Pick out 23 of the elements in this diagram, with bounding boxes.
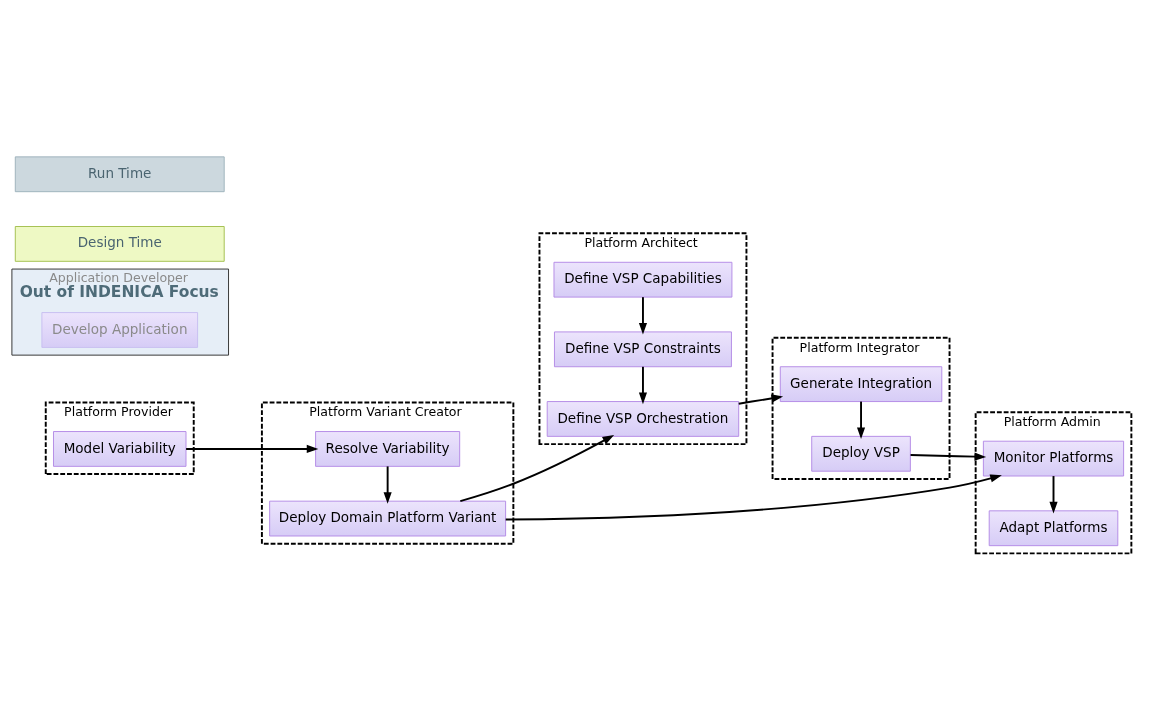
arrow [459,434,615,502]
arrow [638,295,648,335]
arrow [185,444,319,453]
node-box: Define VSP Capabilities [553,261,733,298]
node-box: Define VSP Orchestration [546,400,740,437]
arrow [638,365,648,404]
node-box: Develop Application [41,311,199,348]
arrow [737,393,784,405]
arrow [909,452,987,461]
node-box: Deploy VSP [811,435,911,472]
node-box: Generate Integration [779,365,943,402]
node-box: Resolve Variability [315,430,461,467]
arrow [504,474,1002,521]
node-box: Adapt Platforms [988,509,1119,546]
node-box: Define VSP Constraints [553,330,732,367]
node-box: Model Variability [53,430,187,467]
node-box: Monitor Platforms [982,440,1125,476]
node-box: Design Time [14,225,225,262]
node-box: Deploy Domain Platform Variant [269,500,507,536]
arrow [856,400,866,439]
arrow [383,464,392,504]
node-box: Run Time [14,155,225,192]
arrow [1049,474,1058,513]
